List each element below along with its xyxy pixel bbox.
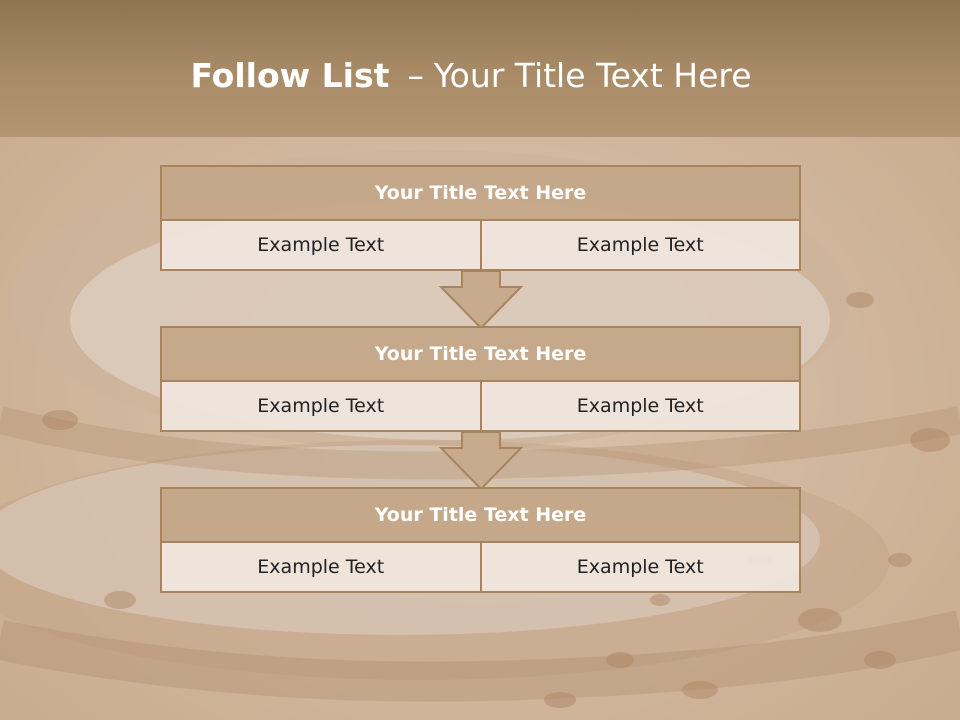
title-rest-text: Your Title Text Here <box>433 56 752 95</box>
block-cell-left: Example Text <box>160 543 482 593</box>
list-block-2: Your Title Text Here Example Text Exampl… <box>160 326 801 432</box>
block-row: Example Text Example Text <box>160 221 801 271</box>
block-row: Example Text Example Text <box>160 382 801 432</box>
block-cell-right: Example Text <box>479 382 801 432</box>
slide-title: Follow List–Your Title Text Here <box>0 54 942 98</box>
title-bold-text: Follow List <box>190 56 390 95</box>
title-bar: Follow List–Your Title Text Here <box>0 0 960 137</box>
list-block-1: Your Title Text Here Example Text Exampl… <box>160 165 801 271</box>
title-separator: – <box>407 56 424 95</box>
block-row: Example Text Example Text <box>160 543 801 593</box>
down-arrow-icon <box>438 270 524 330</box>
block-cell-left: Example Text <box>160 221 482 271</box>
block-cell-left: Example Text <box>160 382 482 432</box>
down-arrow-icon <box>438 431 524 491</box>
block-cell-right: Example Text <box>479 221 801 271</box>
block-title: Your Title Text Here <box>160 326 801 382</box>
block-title: Your Title Text Here <box>160 487 801 543</box>
block-title: Your Title Text Here <box>160 165 801 221</box>
list-block-3: Your Title Text Here Example Text Exampl… <box>160 487 801 593</box>
block-cell-right: Example Text <box>479 543 801 593</box>
